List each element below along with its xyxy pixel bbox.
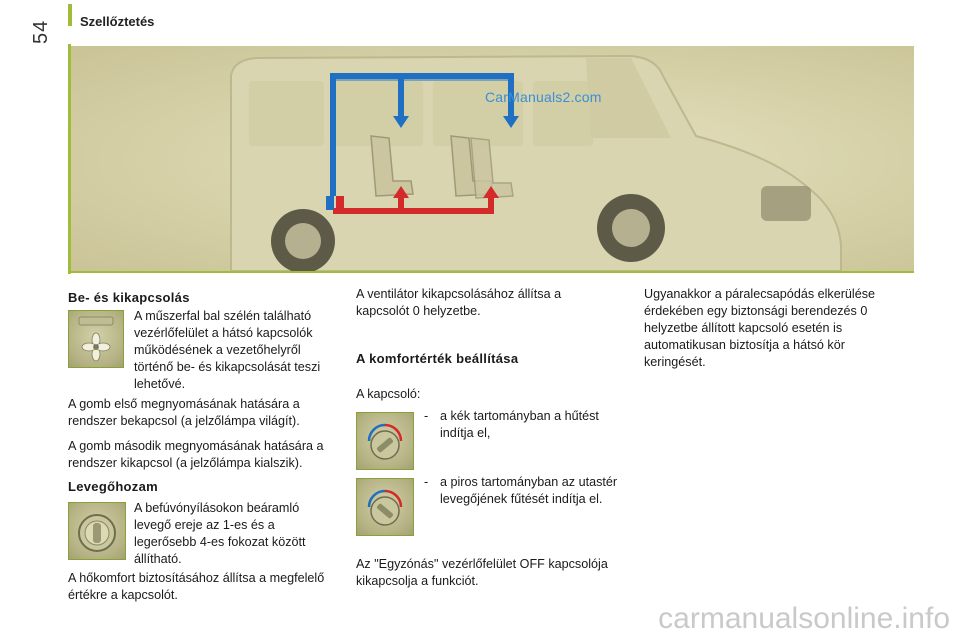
footer-watermark: carmanualsonline.info: [658, 602, 950, 635]
rear-wheel-hub: [285, 223, 321, 259]
column-1: Be- és kikapcsolás: [68, 289, 338, 306]
cold-air-duct: [330, 73, 514, 196]
bullet-dash: -: [424, 475, 429, 489]
temperature-knob-hot-icon: [367, 489, 403, 526]
side-window: [249, 81, 324, 146]
illustration-bottom-rule: [71, 271, 914, 273]
windshield: [586, 58, 671, 138]
front-wheel-hub: [612, 209, 650, 247]
airflow-knob-thumbnail: [68, 502, 126, 560]
paragraph-second-press: A gomb második megnyomásának hatására a …: [68, 439, 324, 470]
column-1-footer: A hőkomfort biztosításához állítsa a meg…: [68, 570, 348, 612]
paragraph-condensation: Ugyanakkor a páralecsapódás elkerülése é…: [644, 287, 876, 369]
temperature-knob-cold-icon: [367, 423, 403, 460]
unit-hot-marker: [336, 196, 344, 210]
illustration-left-rule: [68, 44, 71, 274]
column-2: A ventilátor kikapcsolásához állítsa a k…: [356, 286, 606, 328]
hot-air-arrows: [393, 186, 499, 198]
bullet-cold-text: a kék tartományban a hűtést indítja el,: [440, 409, 599, 440]
column-2-footer: Az "Egyzónás" vezérlőfelület OFF kapcsol…: [356, 556, 631, 598]
column-1-body: A gomb első megnyomásának hatására a ren…: [68, 396, 348, 480]
airflow-description: A befúvónyílásokon beáramló levegő ereje…: [134, 501, 306, 566]
van-ventilation-illustration: [71, 46, 914, 273]
heading-airflow-wrap: Levegőhozam: [68, 478, 338, 495]
airflow-knob-icon: [78, 514, 116, 552]
hot-air-duct: [333, 196, 494, 214]
unit-cold-marker: [326, 196, 334, 210]
fan-description: A műszerfal bal szélén található vezérlő…: [134, 309, 321, 391]
bullet-dash: -: [424, 409, 429, 423]
paragraph-switch: A kapcsoló:: [356, 387, 421, 401]
cold-air-arrows: [393, 116, 519, 128]
column-3: Ugyanakkor a páralecsapódás elkerülése é…: [644, 286, 906, 379]
page-number: 54: [30, 19, 52, 44]
fan-paragraph: A műszerfal bal szélén található vezérlő…: [134, 308, 339, 401]
side-window: [433, 81, 523, 146]
van-diagram: [230, 54, 842, 273]
heading-on-off: Be- és kikapcsolás: [68, 290, 190, 305]
paragraph-first-press: A gomb első megnyomásának hatására a ren…: [68, 397, 300, 428]
heading-airflow: Levegőhozam: [68, 479, 158, 494]
paragraph-off-switch: Az "Egyzónás" vezérlőfelület OFF kapcsol…: [356, 557, 608, 588]
fan-button-thumbnail: [68, 310, 124, 368]
bullet-hot-text: a piros tartományban az utastér levegőjé…: [440, 475, 618, 506]
side-window: [533, 81, 593, 146]
front-grille: [761, 186, 811, 221]
switch-label-wrap: A kapcsoló:: [356, 386, 606, 411]
hot-knob-thumbnail: [356, 478, 414, 536]
paragraph-fan-off: A ventilátor kikapcsolásához állítsa a k…: [356, 287, 562, 318]
header-accent-bar: [68, 4, 72, 26]
illustration-watermark: CarManuals2.com: [485, 89, 602, 105]
seats: [370, 135, 514, 199]
heading-comfort-wrap: A komfortérték beállítása: [356, 350, 616, 367]
cold-knob-thumbnail: [356, 412, 414, 470]
airflow-paragraph: A befúvónyílásokon beáramló levegő ereje…: [134, 500, 339, 576]
paragraph-thermal-comfort: A hőkomfort biztosításához állítsa a meg…: [68, 571, 325, 602]
section-title: Szellőztetés: [80, 14, 155, 29]
heading-comfort-setting: A komfortérték beállítása: [356, 351, 519, 366]
fan-icon: [78, 316, 114, 362]
